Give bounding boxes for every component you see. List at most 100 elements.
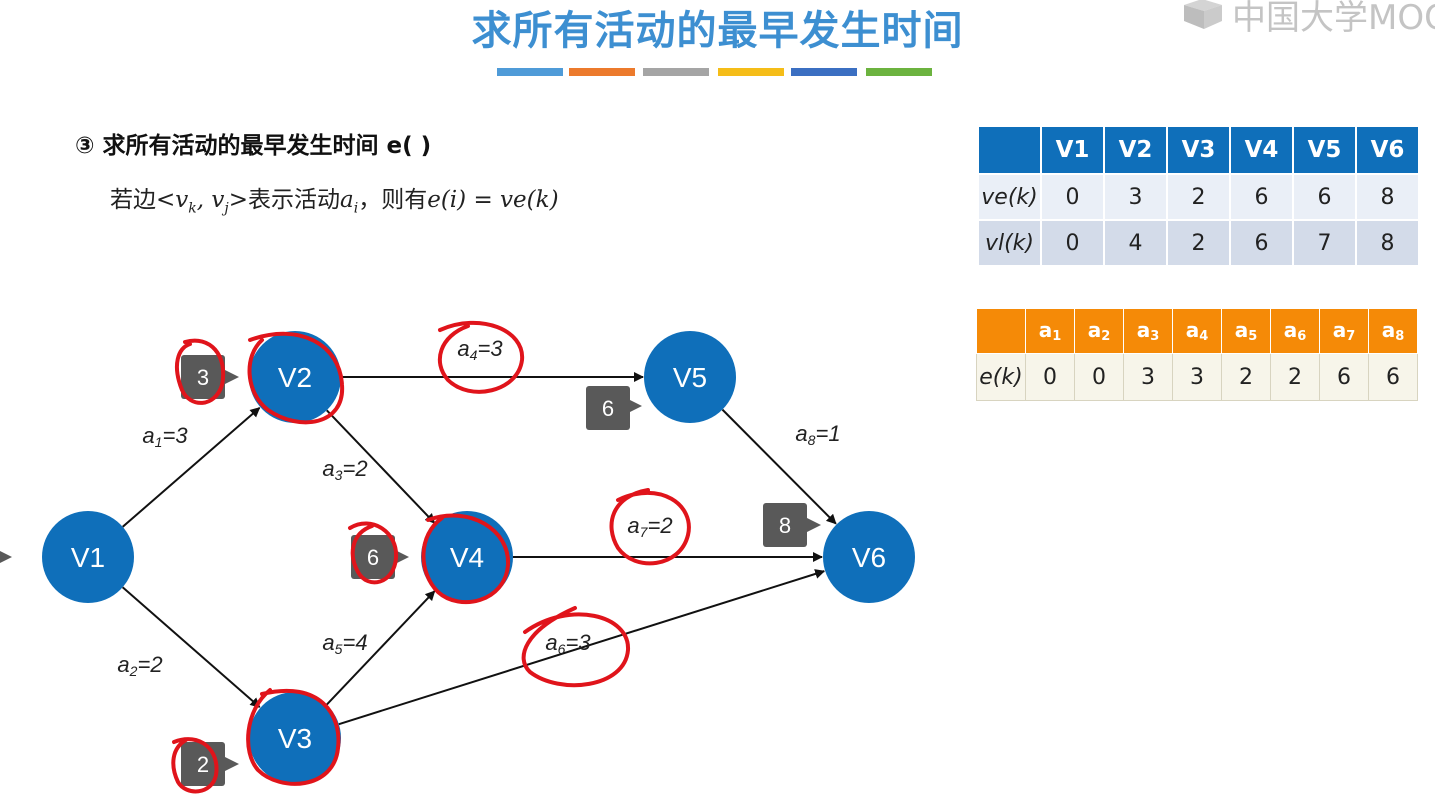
svg-text:8: 8 (779, 513, 791, 538)
color-bar-segment (643, 68, 709, 76)
table-corner (977, 125, 1042, 175)
edge-label: a2=2 (117, 652, 162, 679)
svg-text:3: 3 (197, 365, 209, 390)
handwritten-circle-annotation (437, 320, 525, 394)
edge-v5-v6 (721, 408, 837, 525)
formula-text: 若边 (110, 187, 156, 213)
table-cell: 8 (1355, 173, 1420, 221)
col-header: a4 (1172, 308, 1222, 354)
table-cell: 6 (1292, 173, 1357, 221)
earliest-time-marker: 8 (763, 503, 821, 547)
table-cell: 2 (1221, 353, 1271, 401)
handwritten-circle-annotation (609, 488, 691, 566)
col-header: a8 (1368, 308, 1418, 354)
edge-label: a3=2 (322, 456, 367, 483)
col-header: V2 (1103, 125, 1168, 175)
node-v2: V2 (249, 331, 341, 423)
edge-v3-v6 (338, 569, 826, 726)
formula-activity: ai (340, 187, 359, 217)
col-header: a3 (1123, 308, 1173, 354)
table-cell: 4 (1103, 219, 1168, 267)
node-v5: V5 (644, 331, 736, 423)
section-heading: ③ 求所有活动的最早发生时间 e( ) (75, 133, 432, 159)
earliest-time-marker: 6 (351, 535, 409, 579)
col-header: a6 (1270, 308, 1320, 354)
handwritten-circle-annotation (171, 737, 219, 794)
table-cell: 7 (1292, 219, 1357, 267)
color-bar-segment (791, 68, 857, 76)
logo-text: 中国大学MOOC (1232, 0, 1435, 38)
earliest-time-marker: 3 (181, 355, 239, 399)
formula: 若边<vk, vj>表示活动ai，则有e(i) = ve(k) (110, 180, 559, 217)
table-cell: 8 (1355, 219, 1420, 267)
svg-text:V1: V1 (71, 542, 105, 573)
svg-text:6: 6 (602, 396, 614, 421)
table-cell: 2 (1270, 353, 1320, 401)
table-cell: 2 (1166, 173, 1231, 221)
col-header: V6 (1355, 125, 1420, 175)
earliest-time-marker: 0 (0, 551, 12, 563)
handwritten-circle-annotation (521, 606, 631, 688)
node-v6: V6 (823, 511, 915, 603)
table-cell: 0 (1040, 219, 1105, 267)
handwritten-circle-annotation (348, 521, 399, 585)
node-v4: V4 (421, 511, 513, 603)
col-header: V5 (1292, 125, 1357, 175)
col-header: V3 (1166, 125, 1231, 175)
row-label: vl(k) (977, 219, 1042, 267)
formula-edge: <vk, vj> (156, 187, 248, 217)
color-bar-segment (718, 68, 784, 76)
vertex-time-table: V1 V2 V3 V4 V5 V6 ve(k) 0 3 2 6 6 8 vl(k… (977, 125, 1420, 267)
color-bar-segment (497, 68, 563, 76)
row-label: ve(k) (977, 173, 1042, 221)
handwritten-circle-annotation (174, 338, 226, 405)
mooc-logo-icon (1184, 0, 1222, 29)
table-cell: 3 (1103, 173, 1168, 221)
edge-label: a5=4 (322, 630, 367, 657)
activity-time-table: a1 a2 a3 a4 a5 a6 a7 a8 e(k) 0 0 3 3 2 2… (976, 308, 1418, 401)
edge-label: a8=1 (795, 421, 840, 448)
edge-label: a1=3 (142, 423, 188, 450)
node-v3: V3 (249, 692, 341, 784)
formula-text: ，则有 (358, 187, 428, 213)
svg-text:V2: V2 (278, 362, 312, 393)
handwritten-circle-annotation (247, 331, 345, 425)
col-header: a5 (1221, 308, 1271, 354)
table-cell: 3 (1123, 353, 1173, 401)
svg-text:V5: V5 (673, 362, 707, 393)
col-header: V4 (1229, 125, 1294, 175)
svg-text:6: 6 (367, 545, 379, 570)
table-cell: 6 (1229, 173, 1294, 221)
col-header: V1 (1040, 125, 1105, 175)
edge-v1-v2 (122, 407, 261, 528)
formula-equation: e(i) = ve(k) (427, 187, 559, 213)
table-cell: 2 (1166, 219, 1231, 267)
table-row: ve(k) 0 3 2 6 6 8 (977, 173, 1420, 221)
table-cell: 6 (1319, 353, 1369, 401)
earliest-time-marker: 6 (586, 386, 642, 430)
edge-v2-v4 (326, 409, 436, 524)
table-cell: 0 (1040, 173, 1105, 221)
mooc-logo: 中国大学MOOC (1180, 0, 1435, 38)
col-header: a2 (1074, 308, 1124, 354)
edge-label: a4=3 (457, 336, 503, 363)
table-row: vl(k) 0 4 2 6 7 8 (977, 219, 1420, 267)
edge-label: a7=2 (627, 513, 672, 540)
svg-text:V4: V4 (450, 542, 484, 573)
edge-label: a6=3 (545, 630, 591, 657)
page-title: 求所有活动的最早发生时间 (471, 8, 964, 54)
table-cell: 6 (1368, 353, 1418, 401)
formula-text: 表示活动 (248, 187, 340, 213)
svg-text:2: 2 (197, 752, 209, 777)
table-corner (976, 308, 1026, 354)
svg-text:V6: V6 (852, 542, 886, 573)
table-cell: 6 (1229, 219, 1294, 267)
handwritten-circle-annotation (246, 688, 341, 786)
edge-v1-v3 (121, 586, 261, 708)
node-v1: V1 (42, 511, 134, 603)
color-bar-segment (569, 68, 635, 76)
edge-v3-v4 (325, 590, 436, 706)
svg-text:V3: V3 (278, 723, 312, 754)
table-cell: 0 (1025, 353, 1075, 401)
